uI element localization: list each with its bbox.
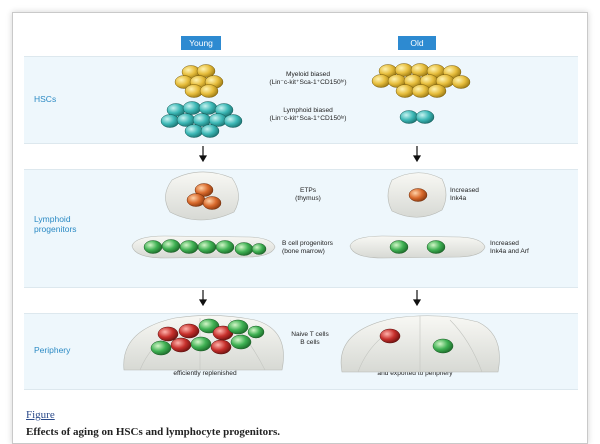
young-myeloid-hsc-cluster [174, 64, 224, 98]
myeloid-biased-label: Myeloid biased (Lin⁻c-kit⁺Sca-1⁺CD150ʰⁱ) [269, 71, 347, 86]
old-b-cell-progenitors [349, 235, 486, 259]
arrows [198, 146, 422, 307]
increased-ink4a-arf-label: Increased Ink4a and Arf [490, 240, 529, 255]
lymphoid-panel [24, 169, 578, 288]
row-label-periphery: Periphery [34, 345, 71, 355]
row-label-hscs: HSCs [34, 94, 57, 104]
etps-label: ETPs (thymus) [295, 187, 321, 202]
b-cell-progenitors-label: B cell progenitors (bone marrow) [282, 240, 333, 255]
figure-caption: Effects of aging on HSCs and lymphocyte … [26, 426, 281, 438]
young-b-cell-progenitors [131, 235, 276, 259]
young-etp-thymus [165, 171, 239, 221]
figure-link[interactable]: Figure [26, 409, 55, 421]
old-lymphoid-hsc-cluster [399, 110, 435, 124]
young-periphery-node [123, 315, 284, 371]
young-lymphoid-hsc-cluster [160, 101, 243, 138]
hscs-panel [24, 56, 578, 144]
old-myeloid-hsc-cluster [371, 63, 471, 98]
naive-cells-label: Naive T cells B cells [291, 331, 329, 346]
row-label-lymphoid: Lymphoid progenitors [34, 214, 77, 234]
column-header-young: Young [181, 36, 221, 50]
increased-ink4a-label: Increased Ink4a [450, 187, 479, 202]
column-header-old: Old [398, 36, 436, 50]
lymphoid-biased-label: Lymphoid biased (Lin⁻c-kit⁺Sca-1⁺CD150ˡᵒ… [269, 107, 347, 122]
old-etp-thymus [387, 172, 447, 218]
old-periphery-node [340, 315, 500, 373]
